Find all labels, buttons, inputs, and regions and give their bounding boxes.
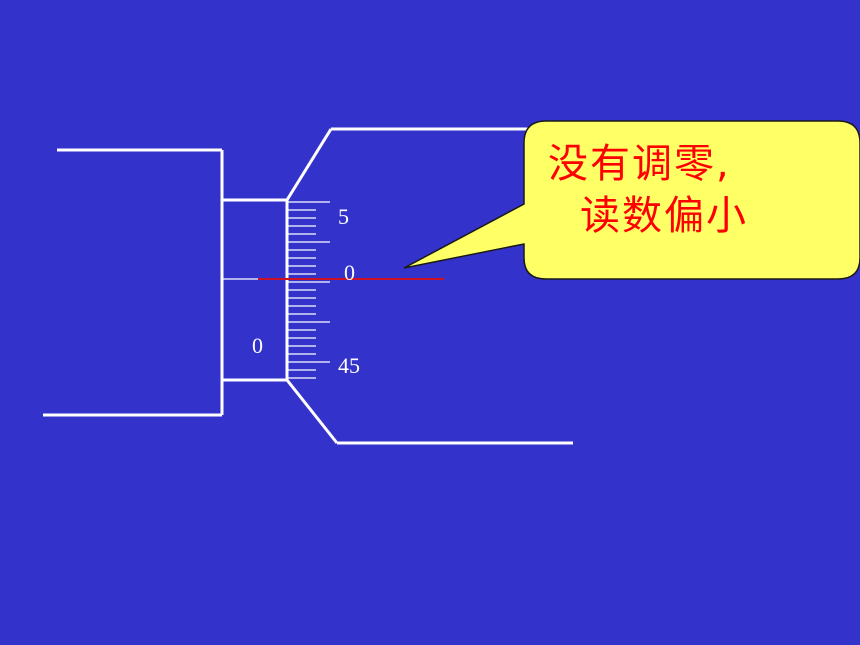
micrometer-sleeve [222, 198, 287, 382]
thimble-lower-bevel [285, 379, 339, 444]
callout-line-2: 读数偏小 [580, 193, 748, 239]
thimble-label-5: 5 [338, 204, 349, 229]
callout-bubble [403, 120, 860, 280]
callout-text: 没有调零, 读数偏小 [528, 138, 850, 242]
thimble-label-45: 45 [338, 353, 360, 378]
thimble-label-0: 0 [344, 260, 355, 285]
thimble-scale-ticks [287, 201, 330, 379]
callout-line-1: 没有调零, [548, 141, 731, 187]
sleeve-label-0: 0 [252, 333, 263, 358]
micrometer-frame [43, 148, 224, 417]
thimble-upper-bevel [285, 128, 333, 201]
